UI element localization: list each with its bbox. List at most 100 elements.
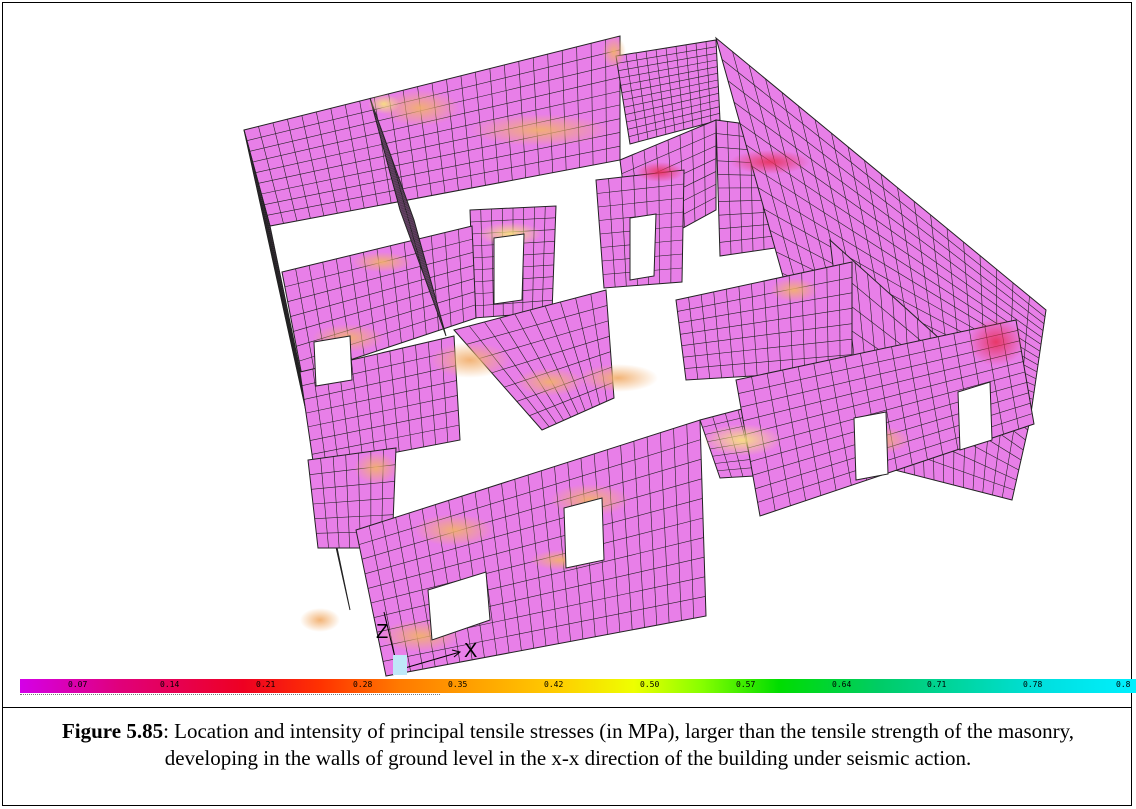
mesh-line xyxy=(466,305,608,345)
mesh-line xyxy=(367,498,703,589)
legend-tick: 0.42 xyxy=(544,680,564,689)
stress-hotspot xyxy=(702,424,782,456)
stress-hotspot xyxy=(368,94,400,114)
mesh-line xyxy=(377,125,423,250)
mesh-line xyxy=(622,79,719,101)
mesh-line xyxy=(389,350,400,452)
mesh-line xyxy=(544,305,586,411)
mesh-line xyxy=(743,350,1022,422)
mesh-line xyxy=(254,178,281,275)
mesh-line xyxy=(397,200,444,327)
figure-caption-text: : Location and intensity of principal te… xyxy=(163,719,1075,770)
mesh-line xyxy=(576,46,580,168)
mesh-line xyxy=(309,409,459,441)
mesh-line xyxy=(402,347,412,450)
mesh-line xyxy=(275,276,301,371)
mesh-line xyxy=(514,313,572,418)
mesh-line xyxy=(839,264,841,371)
mesh-line xyxy=(263,217,289,313)
mesh-line xyxy=(271,256,297,351)
mesh-line xyxy=(293,278,475,332)
mesh-line xyxy=(344,104,365,209)
mesh-line xyxy=(597,197,684,208)
mesh-line xyxy=(361,458,702,560)
mesh-line xyxy=(625,93,719,115)
legend-tick: 0.07 xyxy=(68,680,88,689)
mesh-line xyxy=(688,297,699,380)
mesh-line xyxy=(250,159,277,255)
mesh-line xyxy=(627,106,720,130)
stress-hotspot xyxy=(354,452,398,484)
mesh-line xyxy=(619,59,718,79)
mesh-line xyxy=(312,368,327,466)
caption-divider xyxy=(2,707,1132,708)
wall-opening xyxy=(563,497,605,569)
mesh-line xyxy=(248,149,275,246)
stress-hotspot xyxy=(430,342,510,378)
mesh-line xyxy=(373,97,392,204)
mesh-line xyxy=(303,365,456,400)
stress-hotspot xyxy=(730,150,810,174)
mesh-line xyxy=(295,268,315,372)
mesh-line xyxy=(359,101,378,206)
mesh-line xyxy=(691,129,696,222)
mesh-line xyxy=(258,198,285,294)
mesh-line xyxy=(430,235,440,331)
mesh-line xyxy=(392,181,439,308)
legend-tick: 0.35 xyxy=(448,680,468,689)
mesh-line xyxy=(621,132,717,174)
mesh-line xyxy=(372,107,417,230)
stress-hotspot xyxy=(968,318,1024,366)
mesh-line xyxy=(314,514,394,519)
mesh-line xyxy=(725,289,734,378)
stress-hotspot xyxy=(300,608,340,632)
mesh-line xyxy=(382,596,706,662)
stress-hotspots xyxy=(300,36,1024,652)
legend-tick: 0.57 xyxy=(736,680,756,689)
mesh-line xyxy=(458,229,464,323)
figure-caption: Figure 5.85: Location and intensity of p… xyxy=(20,718,1116,772)
mesh-line xyxy=(745,361,1024,435)
mesh-line xyxy=(547,54,553,173)
mesh-line xyxy=(628,113,720,137)
mesh-line xyxy=(389,172,436,298)
stress-hotspot xyxy=(380,90,460,126)
mesh-line xyxy=(484,321,557,424)
legend-tick: 0.14 xyxy=(160,680,180,689)
fem-model-viewport[interactable]: Z X xyxy=(0,0,1136,700)
mesh-line xyxy=(394,191,441,317)
mesh-line xyxy=(273,266,299,361)
mesh-line xyxy=(491,335,610,374)
legend-tick: 0.71 xyxy=(927,680,947,689)
stress-hotspot xyxy=(352,252,412,272)
axis-z-label: Z xyxy=(376,621,388,643)
stress-hotspot xyxy=(636,162,684,182)
stress-hotspot xyxy=(414,514,494,546)
mesh-line xyxy=(287,251,474,303)
mesh-line xyxy=(621,73,718,93)
legend-tick: 0.78 xyxy=(1023,680,1043,689)
mesh-line xyxy=(468,325,550,427)
axis-triad: Z X xyxy=(376,611,477,675)
mesh-line xyxy=(415,344,424,448)
mesh-line xyxy=(260,207,287,303)
mesh-line xyxy=(256,188,283,284)
mesh-line xyxy=(700,294,711,379)
wall-opening xyxy=(427,571,491,641)
mesh-line xyxy=(258,126,284,224)
legend-tick: 0.50 xyxy=(640,680,660,689)
mesh-line xyxy=(617,46,717,64)
mesh-line xyxy=(745,144,1042,345)
mesh-line xyxy=(307,395,458,428)
mesh-line xyxy=(267,145,621,216)
legend-tick: 0.64 xyxy=(832,680,852,689)
mesh-line xyxy=(541,206,546,313)
mesh-line xyxy=(428,341,436,445)
mesh-line xyxy=(363,356,376,457)
mesh-line xyxy=(364,478,702,575)
mesh-line xyxy=(311,424,460,455)
stress-hotspot xyxy=(770,278,818,302)
mesh-line xyxy=(379,135,425,259)
mesh-line xyxy=(265,227,291,323)
